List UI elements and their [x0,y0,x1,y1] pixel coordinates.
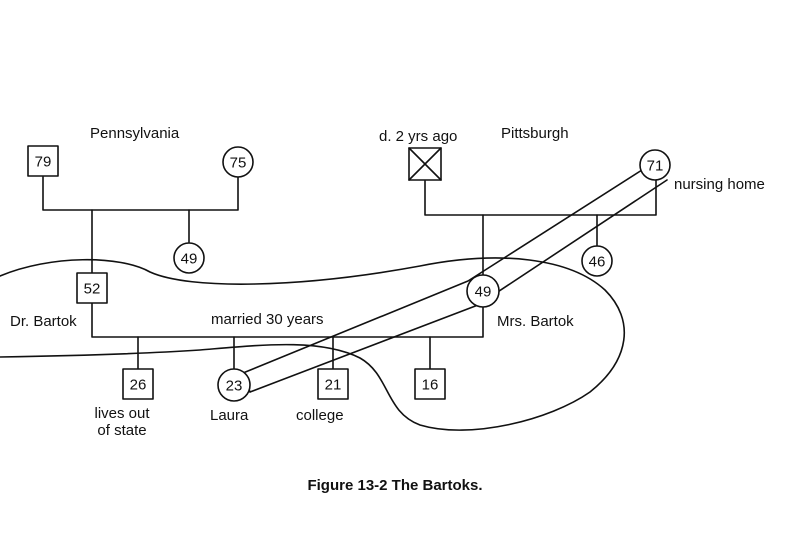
age-21: 21 [325,377,342,394]
label-married: married 30 years [211,311,324,328]
female-symbol-49-pa [173,242,205,274]
male-symbol-52 [76,272,108,304]
male-symbol-79 [27,145,59,177]
label-lives-out-of-state: lives out of state [88,405,156,440]
age-71: 71 [647,158,664,175]
age-23: 23 [226,378,243,395]
pgh-marriage-line [424,179,657,216]
age-46: 46 [589,254,606,271]
household-boundary [0,257,626,431]
deceased-cross [408,147,442,181]
pa-marriage-line [42,175,239,211]
female-symbol-46 [581,245,613,277]
close-bond-line-upper [242,169,643,374]
male-symbol-16 [414,368,446,400]
age-26: 26 [130,377,147,394]
label-college: college [296,407,344,424]
figure-caption: Figure 13-2 The Bartoks. [307,477,483,494]
age-52: 52 [84,281,101,298]
label-dr-bartok: Dr. Bartok [10,313,77,330]
label-mrs-bartok: Mrs. Bartok [497,313,574,330]
label-laura: Laura [210,407,249,424]
close-bond-line-lower [249,179,668,393]
label-lives-out-line2: of state [97,422,147,440]
bartok-marriage-line [91,301,484,338]
label-lives-out-line1: lives out [94,405,150,422]
male-symbol-21 [317,368,349,400]
male-symbol-26 [122,368,154,400]
label-nursing-home: nursing home [674,176,765,193]
label-pennsylvania: Pennsylvania [90,125,180,142]
label-pittsburgh: Pittsburgh [501,125,569,142]
label-deceased: d. 2 yrs ago [379,128,458,145]
female-symbol-49-mother [466,274,500,308]
age-75: 75 [230,155,247,172]
female-symbol-75 [222,146,254,178]
age-16: 16 [422,377,439,394]
age-49-aunt: 49 [181,251,198,268]
age-49-mother: 49 [475,284,492,301]
age-79: 79 [35,154,52,171]
female-symbol-71 [639,149,671,181]
female-symbol-23 [217,368,251,402]
